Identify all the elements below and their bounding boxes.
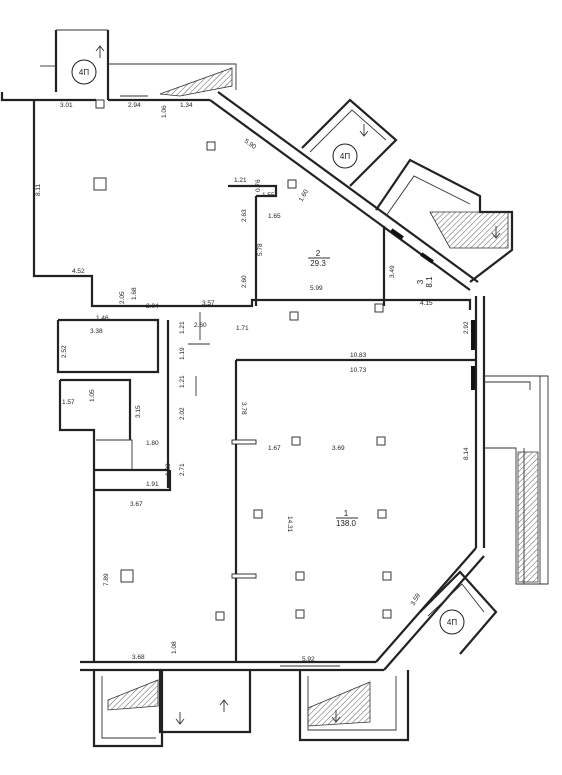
dimension: 2.05 bbox=[119, 291, 126, 304]
stair-4p-bottom-right: 4П bbox=[439, 609, 465, 635]
dimension: 1.06 bbox=[161, 105, 168, 118]
dimension: 1.21 bbox=[234, 177, 247, 184]
stair-label: 4П bbox=[79, 68, 89, 77]
dimension: 1.21 bbox=[179, 321, 186, 334]
dimension: 3.78 bbox=[240, 402, 247, 415]
dimension: 3.38 bbox=[90, 328, 103, 335]
dimension: 3.49 bbox=[389, 265, 396, 278]
room-2: 2 29.3 bbox=[308, 249, 330, 268]
exterior-walls bbox=[0, 29, 549, 748]
stair-4p-top-left: 4П bbox=[71, 59, 97, 85]
dimension: 1.91 bbox=[146, 481, 159, 488]
dimension: 8.14 bbox=[463, 447, 470, 460]
interior-walls bbox=[56, 184, 476, 662]
stair-label: 4П bbox=[340, 152, 350, 161]
dimension: 3.15 bbox=[135, 405, 142, 418]
columns bbox=[93, 99, 392, 621]
dimension: 5.99 bbox=[310, 285, 323, 292]
room-1: 1 138.0 bbox=[336, 509, 358, 528]
dimension: 2.92 bbox=[463, 321, 470, 334]
room-number: 2 bbox=[316, 249, 321, 258]
dimension: 2.60 bbox=[194, 322, 207, 329]
dimension: 1.19 bbox=[179, 347, 186, 360]
dimension: 2.60 bbox=[241, 275, 248, 288]
dimension: 10.73 bbox=[350, 367, 367, 374]
dimension: 1.65 bbox=[268, 213, 281, 220]
dimension: 2.94 bbox=[128, 102, 141, 109]
room-number: 1 bbox=[344, 509, 349, 518]
dimension: 1.55 bbox=[262, 192, 275, 199]
dimension: 2.63 bbox=[241, 209, 248, 222]
dimension: 7.89 bbox=[103, 573, 110, 586]
direction-arrows bbox=[95, 45, 501, 725]
dimension: 1.68 bbox=[131, 287, 138, 300]
dimension: 8.11 bbox=[35, 183, 42, 196]
room-area: 29.3 bbox=[310, 259, 326, 268]
dimension: 1.83 bbox=[165, 463, 172, 476]
stair-steps bbox=[107, 67, 539, 727]
dimension: 3.69 bbox=[332, 445, 345, 452]
dimension: 1.46 bbox=[96, 315, 109, 322]
stair-label: 4П bbox=[447, 618, 457, 627]
dimension: 1.08 bbox=[171, 641, 178, 654]
dimension: 3.57 bbox=[202, 300, 215, 307]
dimension: 2.04 bbox=[146, 303, 159, 310]
dimension: 3.67 bbox=[130, 501, 143, 508]
dimension: 1.71 bbox=[236, 325, 249, 332]
dimension: 1.21 bbox=[179, 375, 186, 388]
dimension: 1.67 bbox=[268, 445, 281, 452]
dimension: 3.59 bbox=[410, 592, 423, 607]
dimension: 0.76 bbox=[255, 179, 262, 192]
dimension: 5.78 bbox=[257, 243, 264, 256]
dimension: 10.83 bbox=[350, 352, 367, 359]
room-3: 3 8.1 bbox=[416, 276, 434, 288]
dimension: 1.57 bbox=[62, 399, 75, 406]
dimension: 14.31 bbox=[286, 516, 293, 533]
room-area: 138.0 bbox=[336, 519, 357, 528]
dimension: 4.52 bbox=[72, 268, 85, 275]
dimension: 2.52 bbox=[61, 345, 68, 358]
dimension: 3.68 bbox=[132, 654, 145, 661]
dimension: 2.71 bbox=[179, 463, 186, 476]
dimension: 3.01 bbox=[60, 102, 73, 109]
room-number: 3 bbox=[416, 279, 425, 284]
dimension: 1.34 bbox=[180, 102, 193, 109]
dimension: 5.90 bbox=[243, 138, 258, 151]
dimension: 1.05 bbox=[89, 389, 96, 402]
dimension: 4.15 bbox=[420, 300, 433, 307]
windows bbox=[120, 95, 475, 667]
room-area: 8.1 bbox=[425, 276, 434, 288]
dimension: 1.60 bbox=[298, 188, 311, 203]
stair-4p-top-right: 4П bbox=[332, 143, 358, 169]
dimension-labels: 3.01 2.94 1.34 1.06 5.90 8.11 1.21 0.76 … bbox=[35, 102, 470, 663]
dimension: 5.92 bbox=[302, 656, 315, 663]
dimension: 1.80 bbox=[146, 440, 159, 447]
dimension: 2.02 bbox=[179, 407, 186, 420]
